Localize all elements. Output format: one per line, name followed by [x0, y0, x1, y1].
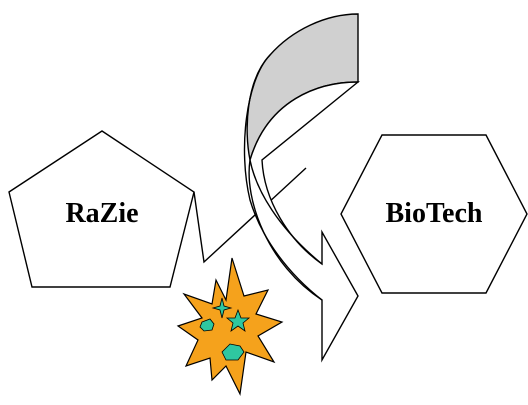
curved-arrow-outer-edge	[243, 54, 323, 301]
zigzag-connector	[193, 167, 307, 264]
biotech-label: BioTech	[386, 198, 483, 229]
teal-star-1	[211, 297, 233, 319]
curved-arrow-body	[248, 81, 360, 363]
teal-star-4	[221, 343, 245, 361]
curved-arrow	[243, 13, 360, 363]
teal-star-2	[225, 308, 251, 332]
explosion-shape	[176, 257, 284, 396]
teal-star-3	[199, 318, 215, 332]
razie-pentagon	[8, 130, 195, 288]
biotech-hexagon	[340, 134, 528, 294]
curved-arrow-fold-line	[249, 159, 323, 265]
explosion-burst	[176, 257, 284, 396]
razie-label: RaZie	[65, 198, 138, 229]
